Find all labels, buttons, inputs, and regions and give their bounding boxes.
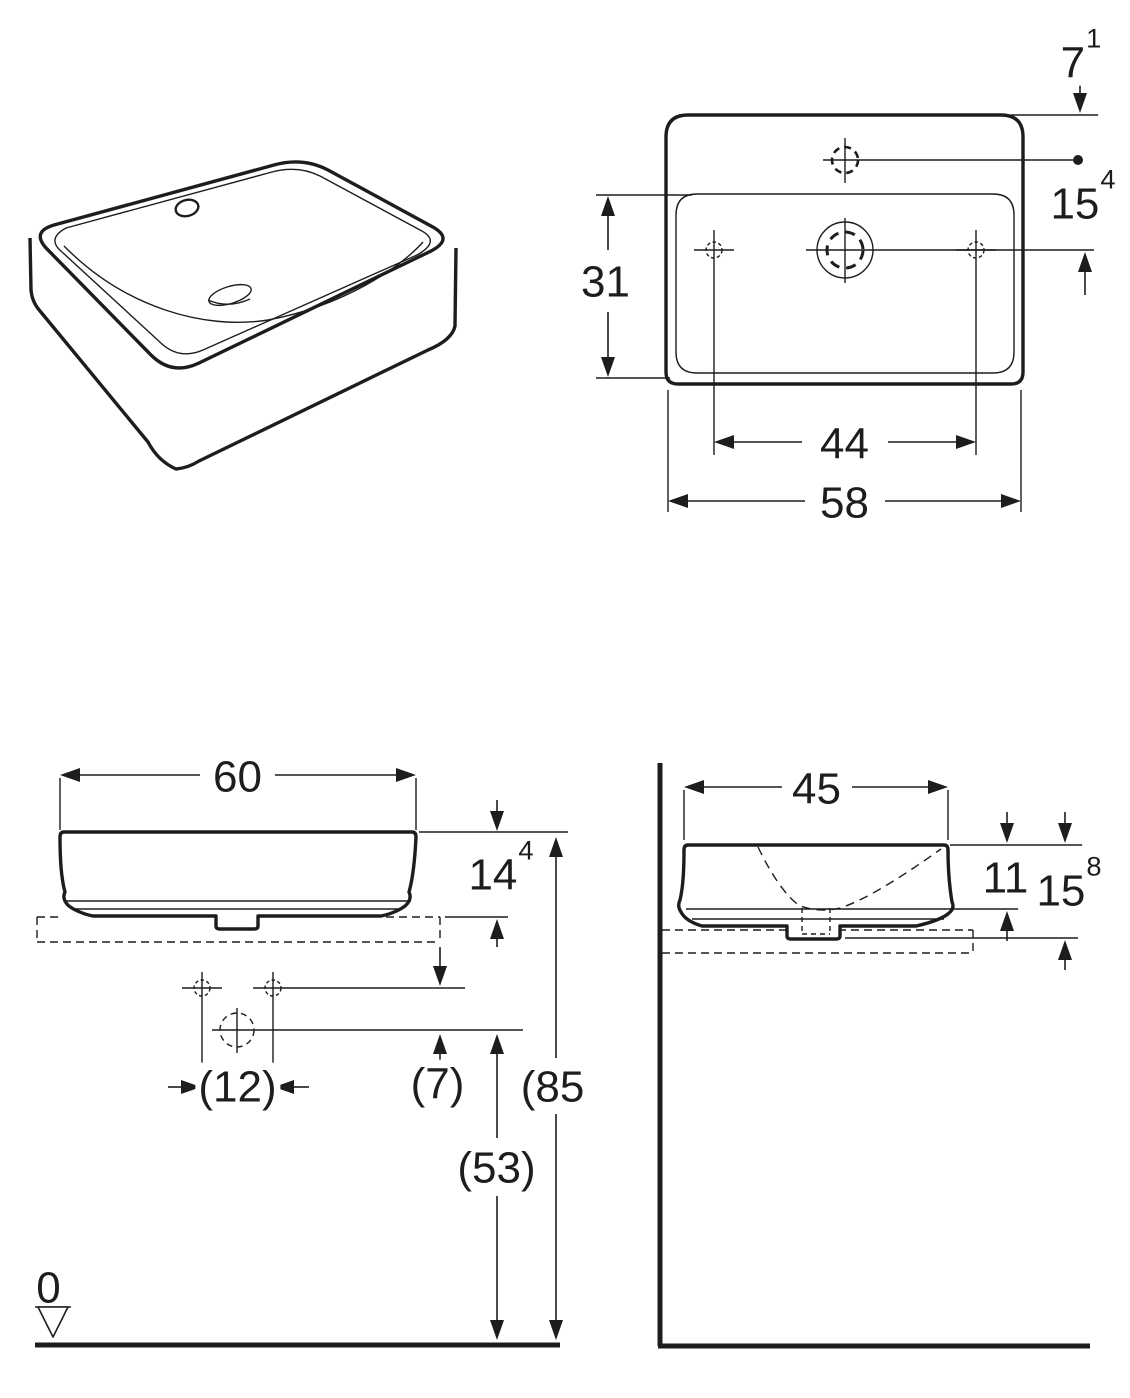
dim-total-height: 158 [1036, 851, 1102, 916]
dim-hole-spacing: 44 [817, 419, 873, 467]
dim-front-width: 60 [210, 752, 266, 800]
dim-drain-offset: (12) [195, 1062, 281, 1110]
dim-top-width: 58 [817, 478, 873, 526]
dim-height-above-counter: 144 [465, 837, 537, 898]
dim-tap-to-drain: 154 [1047, 166, 1119, 227]
front-view [35, 768, 568, 1348]
dim-counter-gap: (7) [407, 1059, 469, 1107]
side-view [657, 763, 1090, 1349]
isometric-view [28, 160, 458, 471]
dim-side-depth: 45 [789, 764, 845, 812]
dim-top-depth: 31 [578, 257, 634, 305]
dim-tap-setback: 71 [1057, 25, 1105, 86]
datum-zero-label: 0 [36, 1263, 61, 1313]
dim-bowl-height: 11 [982, 853, 1029, 903]
top-view [596, 84, 1098, 512]
dim-trap-height: (53) [454, 1143, 540, 1191]
dim-rim-height: (85 [517, 1062, 589, 1110]
